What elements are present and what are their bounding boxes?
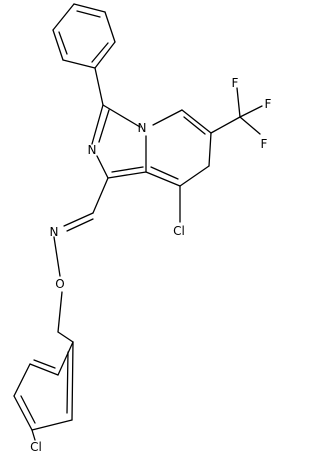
bond [20,395,36,424]
bond [57,291,63,333]
bond [96,155,109,179]
pyridine-ring [145,109,212,187]
oxime-chain [53,177,109,343]
structure-drawing: N N F F F Cl N O Cl [13,3,272,454]
bond [92,177,109,214]
bond [181,109,212,134]
bond [63,212,94,227]
bond [13,363,31,397]
bond [239,105,263,118]
atom-label-n-oxime: N [50,225,59,239]
bond [66,218,94,232]
atom-label-f-right: F [265,97,272,111]
atom-label-o-oxime: O [55,277,64,291]
bond [73,3,106,13]
bond [57,331,74,343]
bond [210,116,241,134]
atom-label-f-lower: F [261,137,268,151]
bond [53,236,61,277]
bond [104,11,116,43]
phenyl-ring [52,3,116,69]
bond [66,351,69,414]
bond [13,395,33,431]
bond [150,166,179,180]
bond [239,116,261,135]
bond [91,42,109,63]
bond [208,132,212,167]
bond [236,87,241,118]
bond [183,116,206,135]
bond [52,29,64,61]
bond [62,59,96,69]
atom-label-cl-pyridine: Cl [173,224,185,238]
bond [52,3,75,31]
bond [98,109,110,143]
atom-label-n-imidazole: N [88,143,97,157]
bond [152,109,183,126]
atom-label-cl-benzyl: Cl [30,440,42,454]
chlorophenyl-ring [13,341,74,431]
bond [57,341,74,376]
bond [94,67,104,106]
bond [58,31,68,55]
bond [145,171,181,187]
bond [91,104,104,145]
bond [29,363,59,376]
molecule-canvas: N N F F F Cl N O Cl [13,3,272,454]
imidazole-ring [91,104,147,179]
bond [76,10,101,18]
trifluoromethyl-group [210,87,263,135]
atom-label-n-bridge: N [138,121,147,135]
bond [179,165,210,187]
bond [107,171,147,179]
bond [102,104,141,128]
bond [71,341,74,421]
bond [33,359,56,369]
bond [31,429,36,441]
bond [111,166,144,173]
atom-label-f-top: F [232,76,239,90]
bond [94,41,116,69]
bond [31,419,73,431]
